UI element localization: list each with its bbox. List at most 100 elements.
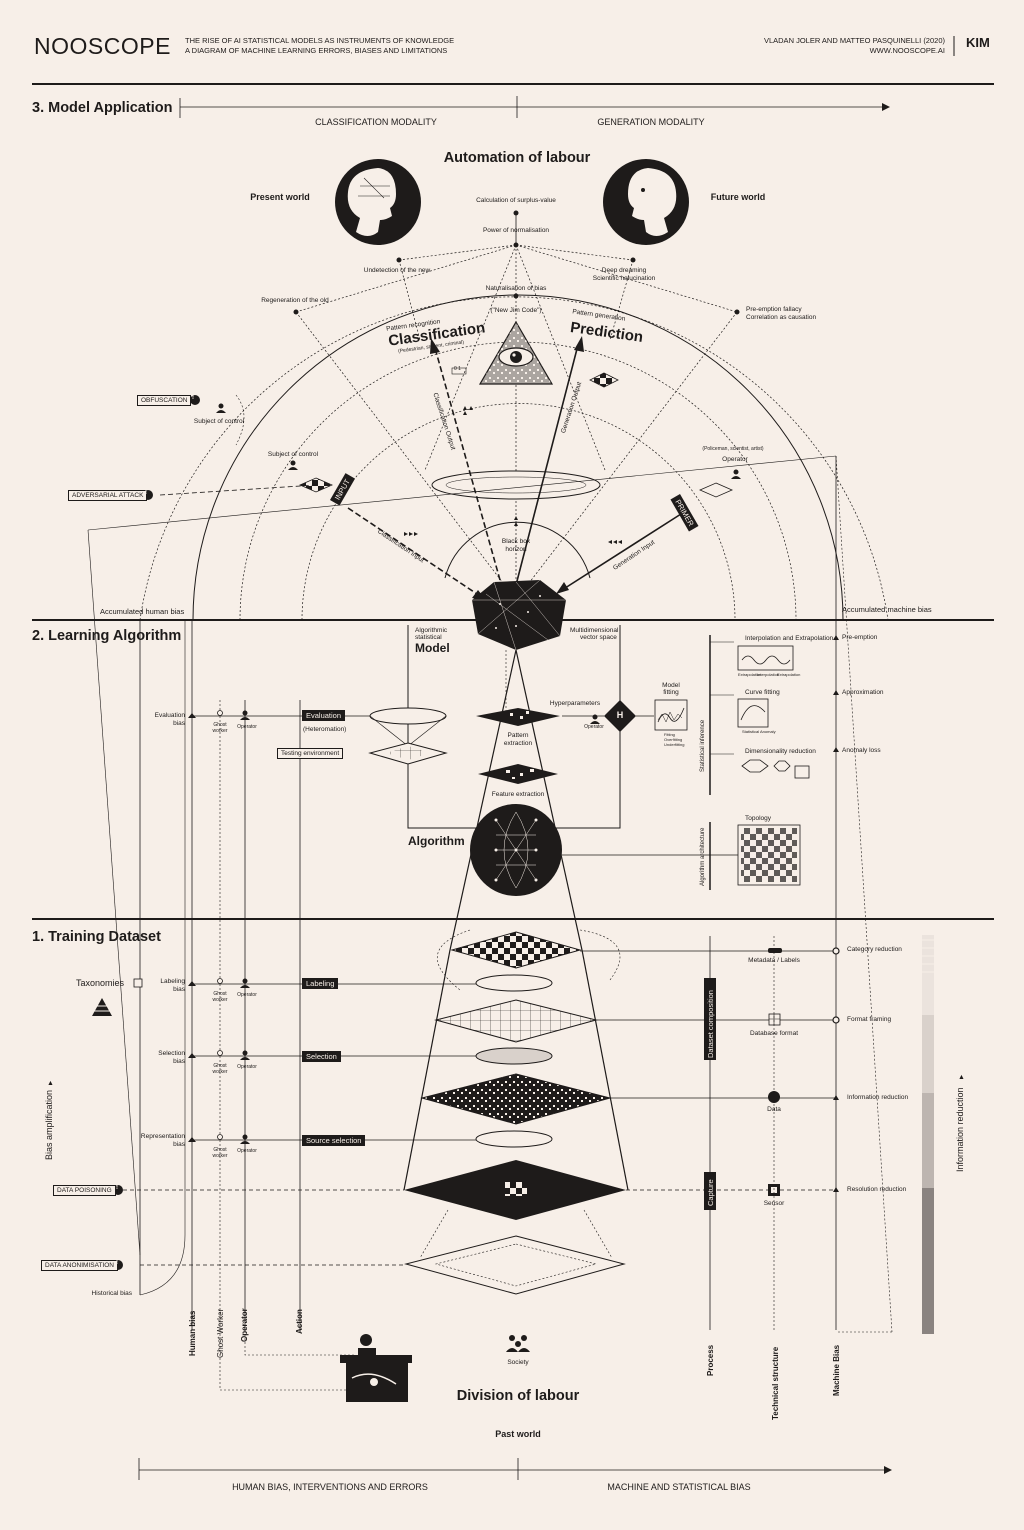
preemption-label: Pre-emption bbox=[842, 634, 878, 641]
select-operator: Operator bbox=[237, 1064, 257, 1070]
sensor-label: Sensor bbox=[763, 1200, 785, 1207]
evaluation-tag[interactable]: Evaluation bbox=[302, 710, 346, 721]
bias-amplification-label: Bias amplification bbox=[44, 1089, 54, 1160]
data-poisoning-tag[interactable]: DATA POISONING bbox=[53, 1185, 116, 1196]
operator-examples-label: (Policeman, scientist, artist) bbox=[702, 446, 764, 452]
database-format-label: Database format bbox=[749, 1030, 799, 1037]
labeling-bias-2: bias bbox=[173, 986, 185, 993]
label-operator: Operator bbox=[237, 992, 257, 998]
approximation-label: Approximation bbox=[842, 689, 884, 696]
fitting-legend-2: Underfitting bbox=[664, 742, 685, 747]
deep-dreaming-label: Deep dreaming bbox=[601, 267, 647, 274]
dimensionality-label: Dimensionality reduction bbox=[745, 748, 816, 755]
anonymised-layer bbox=[404, 1235, 626, 1295]
past-world-label: Past world bbox=[495, 1429, 541, 1439]
fitting-legend-1: Overfitting bbox=[664, 737, 683, 742]
undetection-label: Undetection of the new bbox=[363, 267, 431, 274]
bias-amplification-arrow-icon: ▲ bbox=[47, 1080, 54, 1087]
select-worker: worker bbox=[212, 1069, 228, 1075]
dataset-composition-label: Dataset composition bbox=[706, 990, 715, 1058]
representation-bias-2: bias bbox=[173, 1141, 185, 1148]
topology-label: Topology bbox=[745, 815, 772, 822]
algorithm-network bbox=[470, 804, 562, 896]
black-box-horizon-arc bbox=[444, 521, 591, 579]
information-reduction-label: Information reduction bbox=[847, 1094, 909, 1101]
classification-modality-label: CLASSIFICATION MODALITY bbox=[315, 117, 437, 127]
operator-label-top: Operator bbox=[722, 456, 748, 463]
information-reduction-axis: Information reduction bbox=[955, 1087, 965, 1172]
interpolation-label: Interpolation and Extrapolation bbox=[745, 635, 834, 642]
person-icons bbox=[188, 403, 741, 1144]
historical-bias-label: Historical bias bbox=[91, 1290, 132, 1297]
future-world-portrait bbox=[603, 159, 689, 245]
adversarial-alert-icon: ! bbox=[145, 490, 147, 496]
website-url[interactable]: WWW.NOOSCOPE.AI bbox=[869, 46, 945, 55]
taxonomies-label: Taxonomies bbox=[76, 978, 125, 988]
society-icon bbox=[506, 1335, 530, 1352]
category-reduction-label: Category reduction bbox=[847, 946, 902, 953]
source-worker: worker bbox=[212, 1153, 228, 1159]
black-box-label: Black box bbox=[501, 538, 531, 545]
obfuscation-tag[interactable]: OBFUSCATION bbox=[137, 395, 192, 406]
new-jim-code-label: ("New Jim Code") bbox=[490, 307, 542, 314]
curve-fitting-label: Curve fitting bbox=[745, 689, 780, 696]
generation-input-line bbox=[561, 513, 682, 591]
preemption-fallacy-label: Pre-emption fallacy bbox=[746, 306, 802, 313]
testing-environment-tag[interactable]: Testing environment bbox=[277, 748, 344, 759]
evaluation-bias-label-2: bias bbox=[173, 720, 185, 727]
worker-desk-illustration bbox=[340, 1334, 412, 1402]
subtitle-line-1: THE RISE OF AI STATISTICAL MODELS AS INS… bbox=[185, 36, 455, 45]
adversarial-attack-tag[interactable]: ADVERSARIAL ATTACK bbox=[68, 490, 148, 501]
selection-tag[interactable]: Selection bbox=[302, 1051, 341, 1062]
outer-dotted-arc bbox=[139, 296, 889, 621]
kim-badge: KIM bbox=[966, 35, 990, 50]
section1-title: 1. Training Dataset bbox=[32, 929, 161, 945]
label-ghost: Ghost bbox=[213, 991, 227, 997]
model-fitting-2: fitting bbox=[663, 689, 679, 696]
anomaly-loss-label: Anomaly loss bbox=[842, 747, 881, 754]
information-reduction-bar bbox=[922, 935, 934, 1334]
inner-dotted-arc bbox=[301, 403, 736, 621]
data-layer bbox=[420, 1073, 612, 1125]
accumulated-human-bias: Accumulated human bias bbox=[100, 607, 185, 616]
technical-structure-label: Technical structure bbox=[771, 1346, 780, 1420]
resolution-reduction-label: Resolution reduction bbox=[847, 1186, 907, 1193]
section2-title: 2. Learning Algorithm bbox=[32, 628, 182, 644]
statistical-label: statistical bbox=[415, 634, 442, 641]
hyperparameters-label: Hyperparameters bbox=[549, 700, 601, 707]
present-world-label: Present world bbox=[250, 192, 310, 202]
label-worker: worker bbox=[212, 997, 228, 1003]
eval-worker-label: worker bbox=[212, 728, 228, 734]
info-reduction-arrow-icon: ▲ bbox=[958, 1074, 965, 1081]
present-world-portrait bbox=[335, 159, 421, 245]
logo: NOOSCOPE bbox=[34, 33, 171, 59]
generation-output-line bbox=[515, 344, 579, 586]
multidim-label: Multidimensional bbox=[570, 627, 619, 634]
operator-bottom-label: Operator bbox=[240, 1308, 249, 1342]
ghost-worker-label: Ghost Worker bbox=[216, 1308, 225, 1358]
data-anonimisation-tag[interactable]: DATA ANONIMISATION bbox=[41, 1260, 118, 1271]
source-operator: Operator bbox=[237, 1148, 257, 1154]
subject-of-control-1: Subject of control bbox=[193, 418, 245, 425]
labeling-bias-1: Labeling bbox=[160, 978, 185, 985]
arc-nodes bbox=[293, 210, 740, 315]
generation-modality-label: GENERATION MODALITY bbox=[597, 117, 705, 127]
classification-output-line bbox=[434, 347, 501, 581]
labeling-tag[interactable]: Labeling bbox=[302, 978, 339, 989]
source-selection-tag[interactable]: Source selection bbox=[302, 1135, 366, 1146]
regeneration-label: Regeneration of the old bbox=[261, 297, 329, 304]
format-framing-label: Format framing bbox=[847, 1016, 892, 1023]
poisoning-alert-icon: ! bbox=[116, 1185, 118, 1191]
section3-title: 3. Model Application bbox=[32, 100, 173, 116]
dimensionality-shapes bbox=[741, 759, 810, 779]
interp-label-2: Extrapolation bbox=[777, 672, 801, 677]
horizon-label: horizon bbox=[505, 546, 527, 553]
vector-space-label: vector space bbox=[580, 634, 617, 641]
surplus-value-label: Calculation of surplus-value bbox=[476, 197, 556, 204]
fan-lines bbox=[295, 244, 738, 601]
algorithm-architecture-label: Algorithm architecture bbox=[700, 827, 706, 886]
future-world-label: Future world bbox=[710, 192, 766, 202]
algorithm-label: Algorithm bbox=[408, 834, 465, 848]
hyper-operator-label: Operator bbox=[584, 724, 604, 730]
